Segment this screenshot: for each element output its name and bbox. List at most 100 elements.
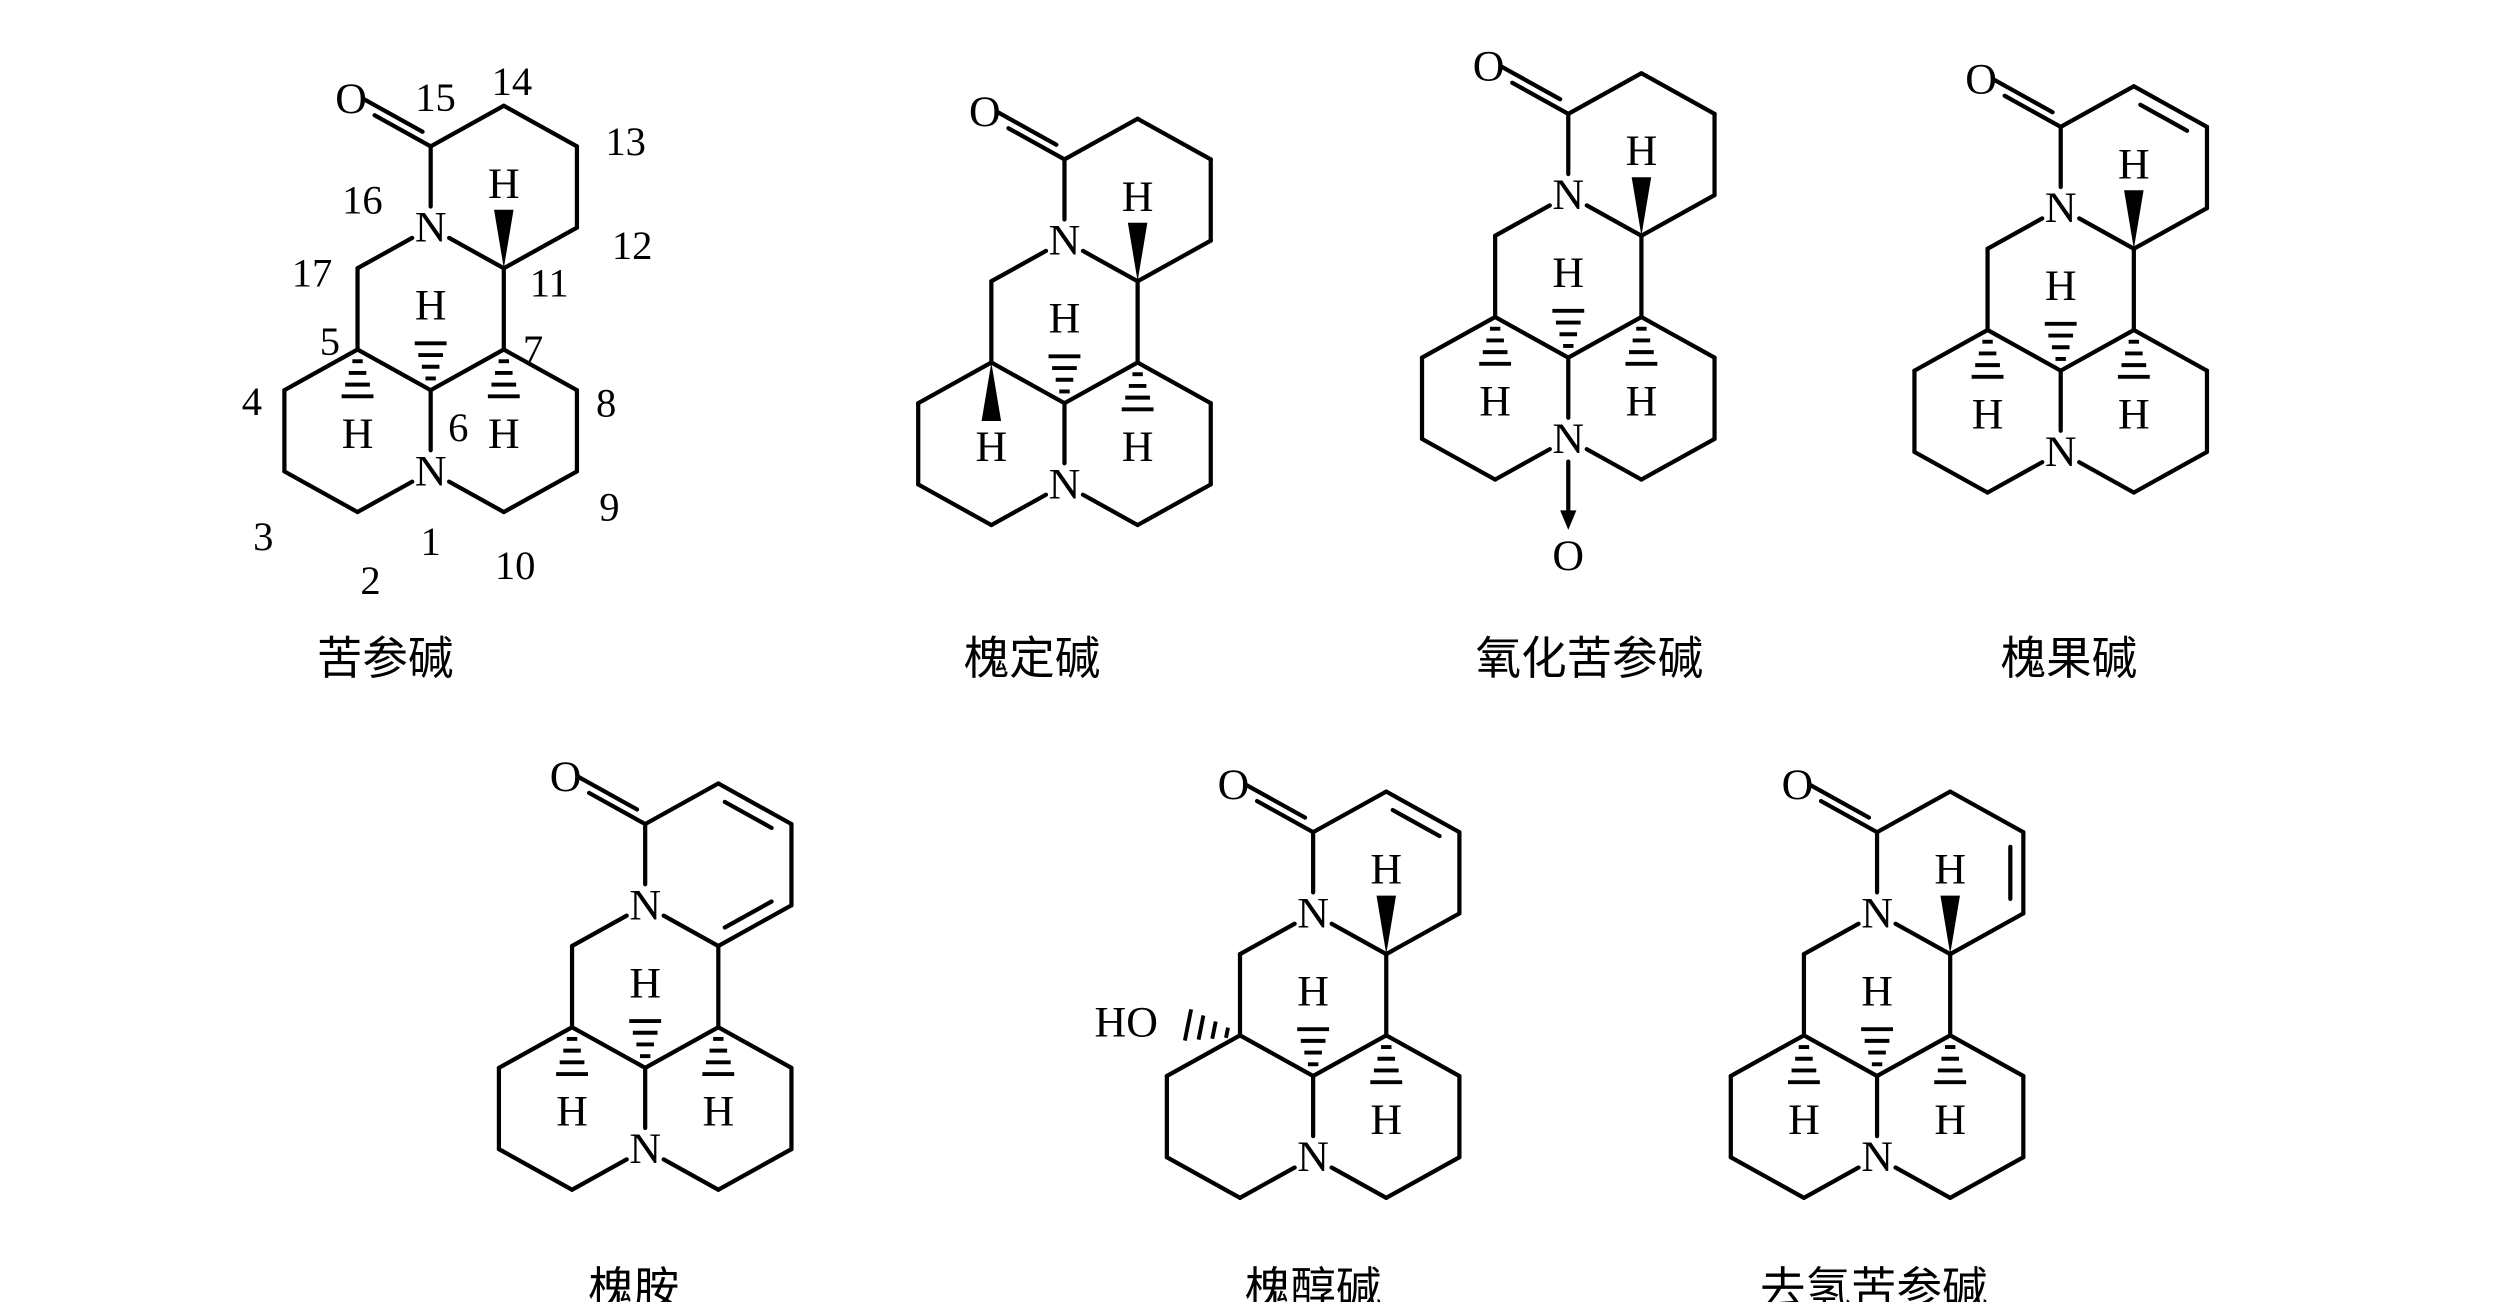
hash-bond: [2117, 339, 2150, 379]
bond: [1135, 482, 1213, 528]
bond: [569, 913, 629, 949]
bond: [2077, 460, 2136, 495]
bond: [643, 1025, 721, 1070]
bond: [661, 1157, 721, 1192]
compound-name: 槐果碱: [2001, 632, 2138, 685]
nitrogen-label: N: [415, 204, 447, 252]
atom-number-label: 6: [448, 405, 468, 450]
carbonyl-bond-second: [1243, 782, 1308, 820]
hash-stroke: [1196, 1015, 1206, 1041]
hydrogen-label: H: [2118, 391, 2150, 439]
hydrogen-label: H: [488, 160, 520, 208]
carbonyl-bond: [586, 790, 648, 827]
hydrogen-label: H: [1297, 967, 1329, 1015]
hydrogen-label: H: [1788, 1096, 1820, 1144]
bond: [661, 913, 721, 949]
bond: [1135, 360, 1213, 406]
bond: [1062, 116, 1140, 162]
bond: [447, 235, 506, 271]
hash-bond: [2044, 321, 2077, 361]
bond: [282, 347, 360, 393]
compound-name: 去氢苦参碱: [1760, 1262, 1988, 1302]
bond: [716, 781, 794, 827]
bond: [643, 781, 721, 827]
oxygen-label: O: [969, 88, 1001, 136]
hydrogen-label: H: [1861, 967, 1893, 1015]
wedge-bond: [2124, 190, 2144, 249]
hydrogen-label: H: [1626, 378, 1658, 426]
bond: [1893, 921, 1953, 957]
atom-number-label: 9: [599, 485, 619, 530]
atom-number-label: 11: [530, 260, 569, 305]
bond: [1639, 193, 1717, 238]
hash-bond: [487, 359, 520, 399]
bond: [1237, 1033, 1316, 1079]
bond: [1493, 447, 1552, 482]
wedge-bond: [981, 362, 1002, 422]
atom-number-label: 8: [596, 381, 616, 426]
bond: [1728, 1155, 1807, 1200]
oxygen-label: O: [1473, 43, 1505, 91]
bond: [1311, 789, 1389, 835]
hash-bond: [414, 341, 447, 381]
compound-name: 槐胺: [588, 1262, 679, 1302]
bond: [1062, 360, 1140, 406]
bond: [355, 235, 415, 271]
bond: [501, 469, 580, 515]
hash-bond: [629, 1019, 662, 1059]
hash-bond: [1048, 354, 1081, 394]
bond: [716, 1146, 794, 1192]
bond: [1801, 921, 1861, 957]
bond: [1948, 789, 2026, 835]
bond: [1164, 1155, 1243, 1200]
hash-bond: [1861, 1027, 1893, 1067]
hydrogen-label: H: [1934, 1096, 1966, 1144]
bond: [916, 482, 994, 528]
nitrogen-label: N: [1552, 171, 1584, 219]
carbonyl-bond: [1254, 798, 1316, 835]
bond: [989, 492, 1049, 528]
bond: [501, 347, 580, 393]
bond: [1584, 447, 1644, 482]
hash-bond: [702, 1036, 735, 1076]
bond: [1384, 911, 1462, 957]
nitrogen-label: N: [2045, 184, 2077, 232]
bond: [2058, 84, 2136, 129]
hash-bond: [1121, 372, 1154, 412]
bond: [1566, 314, 1644, 360]
bond: [1419, 436, 1498, 482]
bond: [355, 479, 415, 515]
atom-number-label: 5: [320, 319, 340, 364]
compound-name: 槐醇碱: [1245, 1262, 1382, 1302]
bond: [1419, 314, 1498, 360]
bond: [447, 479, 506, 515]
hydrogen-label: H: [556, 1088, 588, 1136]
bond: [1329, 921, 1389, 957]
hash-bond: [1370, 1045, 1403, 1085]
hydrogen-label: H: [1972, 391, 2004, 439]
bond: [1639, 314, 1717, 360]
bond: [1080, 248, 1140, 284]
arrow-head-icon: [1560, 510, 1577, 530]
hydrogen-label: H: [1122, 173, 1154, 221]
nitrogen-label: N: [629, 881, 661, 929]
bond: [1912, 449, 1990, 495]
hash-bond: [1297, 1027, 1330, 1067]
double-bond-line: [2138, 102, 2190, 133]
hash-bond: [1934, 1045, 1967, 1085]
bond: [428, 347, 506, 393]
bond: [1985, 460, 2045, 495]
hash-stroke: [1210, 1021, 1218, 1040]
bond: [1493, 203, 1552, 238]
bond: [989, 360, 1067, 406]
bond: [1237, 921, 1297, 957]
nitrogen-label: N: [1297, 889, 1329, 937]
hash-stroke: [1224, 1027, 1230, 1039]
hydrogen-label: H: [342, 410, 374, 458]
hash-bond: [1479, 326, 1512, 366]
hydrogen-label: H: [1934, 846, 1966, 894]
bond: [1135, 238, 1213, 284]
hydrogen-label: H: [1626, 127, 1658, 175]
hydrogen-label: H: [415, 282, 447, 330]
